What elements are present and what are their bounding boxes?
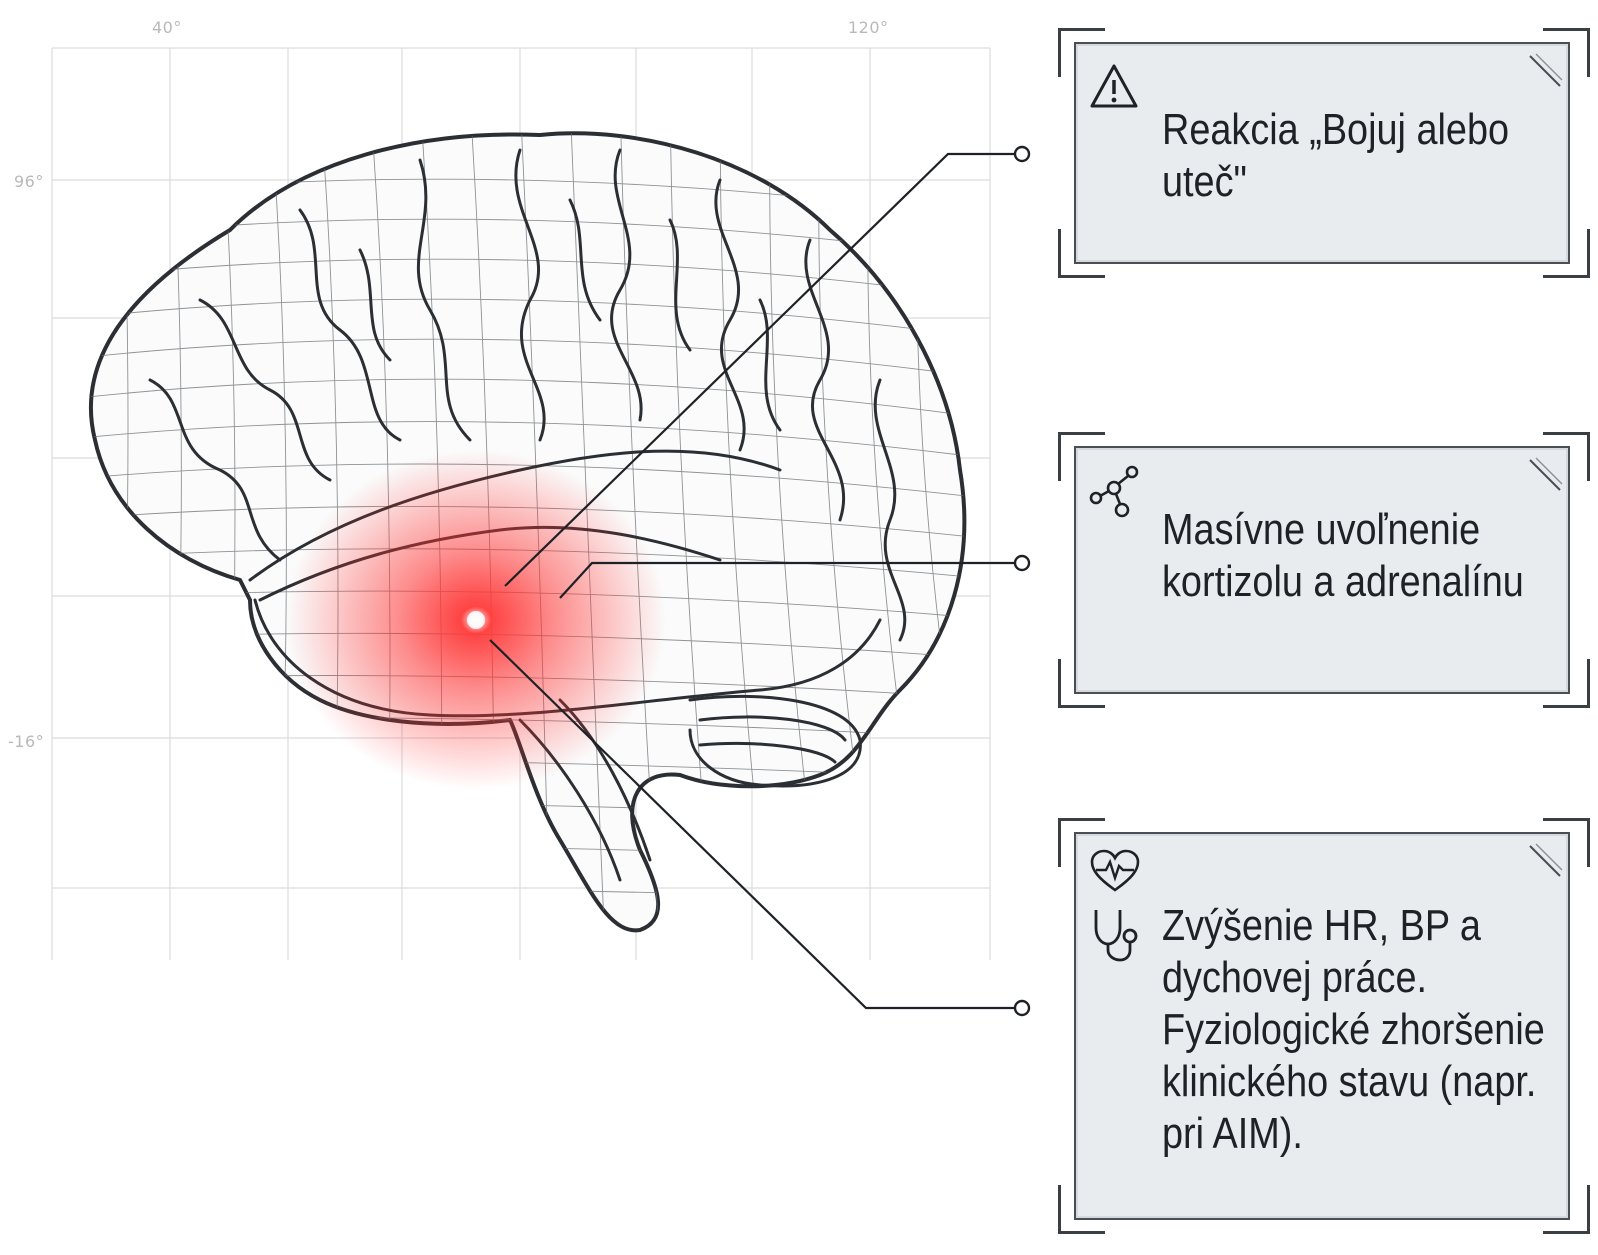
- callout-hormone-release: Masívne uvoľnenie kortizolu a adrenalínu: [1058, 446, 1578, 694]
- callout-fight-or-flight: Reakcia „Bojuj alebo uteč": [1058, 42, 1578, 264]
- heart-rate-icon: [1088, 848, 1142, 899]
- stethoscope-icon: [1088, 906, 1142, 967]
- callout-text: Masívne uvoľnenie kortizolu a adrenalínu: [1162, 504, 1566, 608]
- callout-text: Reakcia „Bojuj alebo uteč": [1162, 104, 1566, 208]
- callout-physiological-effects: Zvýšenie HR, BP a dychovej práce. Fyziol…: [1058, 832, 1578, 1220]
- callout-text: Zvýšenie HR, BP a dychovej práce. Fyziol…: [1162, 900, 1566, 1160]
- molecule-icon: [1088, 464, 1144, 529]
- warning-icon: [1088, 62, 1140, 115]
